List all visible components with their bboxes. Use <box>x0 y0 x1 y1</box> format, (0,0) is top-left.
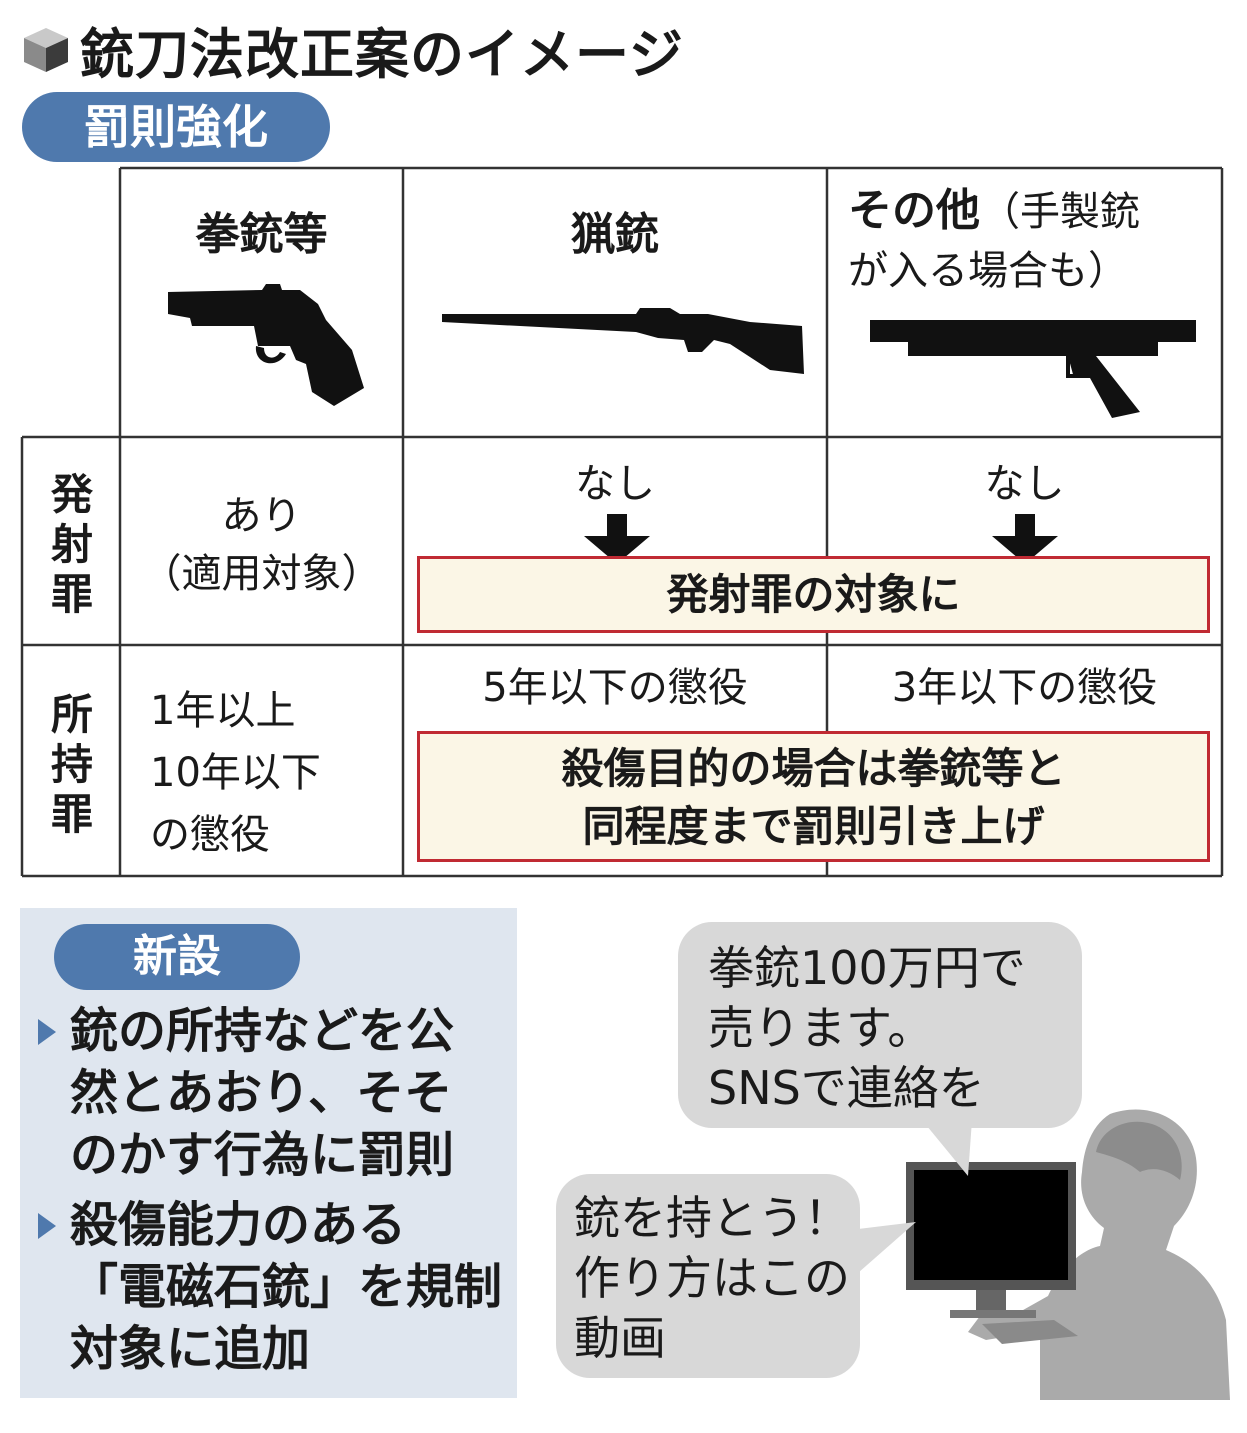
bubble-recruit-line-2: 作り方はこの <box>574 1251 850 1305</box>
speech-bubble-tail <box>850 1222 916 1280</box>
possession-handgun-line-2: 10年以下 <box>150 750 321 796</box>
column-header-other-note: （手製銃 <box>980 189 1140 235</box>
firing-handgun-status: あり <box>221 493 302 539</box>
new-item-1: 銃の所持などを公 然とあおり、そそ のかす行為に罰則 <box>70 1000 454 1186</box>
possession-change-text: 殺傷目的の場合は拳銃等と 同程度まで罰則引き上げ <box>420 734 1207 856</box>
row-label-firing-text: 発射罪 <box>50 470 93 619</box>
column-header-other-label: その他 <box>848 185 980 236</box>
rifle-icon <box>442 308 804 374</box>
possession-other-penalty: 3年以下の懲役 <box>891 665 1158 711</box>
new-item-1-line-1: 銃の所持などを公 <box>70 1003 455 1059</box>
row-label-possession: 所持罪 <box>42 690 102 840</box>
possession-handgun-line-3: の懲役 <box>150 812 270 858</box>
bubble-sale-line-3: SNSで連絡を <box>708 1061 985 1115</box>
down-arrow-icon <box>584 514 650 564</box>
new-item-2-line-1: 殺傷能力のある <box>70 1197 407 1253</box>
new-item-2: 殺傷能力のある 「電磁石銃」を規制 対象に追加 <box>70 1194 502 1380</box>
possession-handgun-line-1: 1年以上 <box>150 688 296 734</box>
column-header-handgun: 拳銃等 <box>195 209 328 260</box>
possession-handgun-penalty: 1年以上 10年以下 の懲役 <box>150 680 321 866</box>
column-header-hunting-rifle: 猟銃 <box>571 209 659 260</box>
revolver-icon <box>168 284 364 406</box>
column-header-other: その他（手製銃 が入る場合も） <box>848 182 1208 300</box>
bubble-sale-line-1: 拳銃100万円で <box>708 941 1026 995</box>
speech-bubble-sale: 拳銃100万円で 売ります。 SNSで連絡を <box>678 922 1082 1128</box>
bubble-recruit-line-3: 動画 <box>574 1311 666 1365</box>
firing-change-box: 発射罪の対象に <box>417 556 1210 633</box>
person-at-computer-icon <box>906 1109 1230 1400</box>
possession-hunting-penalty: 5年以下の懲役 <box>482 665 748 711</box>
homemade-gun-icon <box>870 320 1196 418</box>
firing-hunting-status: なし <box>575 461 655 507</box>
bullet-triangle-icon <box>38 1213 56 1239</box>
speech-bubble-tail <box>922 1120 972 1176</box>
new-item-1-line-3: のかす行為に罰則 <box>70 1127 455 1183</box>
possession-change-line-2: 同程度まで罰則引き上げ <box>582 802 1045 851</box>
down-arrow-icon <box>992 514 1058 564</box>
new-item-2-line-3: 対象に追加 <box>70 1321 311 1377</box>
bubble-recruit-line-1: 銃を持とう！ <box>574 1191 850 1245</box>
row-label-possession-text: 所持罪 <box>50 690 93 839</box>
row-label-firing: 発射罪 <box>42 470 102 620</box>
page-title: 銃刀法改正案のイメージ <box>80 23 684 86</box>
possession-change-line-1: 殺傷目的の場合は拳銃等と <box>561 744 1066 793</box>
section-badge-penalty: 罰則強化 <box>22 92 330 162</box>
possession-change-box: 殺傷目的の場合は拳銃等と 同程度まで罰則引き上げ <box>417 731 1210 862</box>
bubble-sale-line-2: 売ります。 <box>708 1001 934 1055</box>
speech-bubble-recruit: 銃を持とう！ 作り方はこの 動画 <box>556 1174 860 1378</box>
new-item-2-line-2: 「電磁石銃」を規制 <box>70 1259 503 1315</box>
firing-other-status: なし <box>984 461 1065 507</box>
firing-handgun-note: （適用対象） <box>141 551 382 597</box>
new-item-1-line-2: 然とあおり、そそ <box>70 1065 453 1121</box>
cube-icon <box>24 28 68 72</box>
bullet-triangle-icon <box>38 1019 56 1045</box>
column-header-other-note-cont: が入る場合も） <box>848 248 1128 294</box>
section-badge-new: 新設 <box>54 924 300 990</box>
firing-change-text: 発射罪の対象に <box>666 570 961 619</box>
